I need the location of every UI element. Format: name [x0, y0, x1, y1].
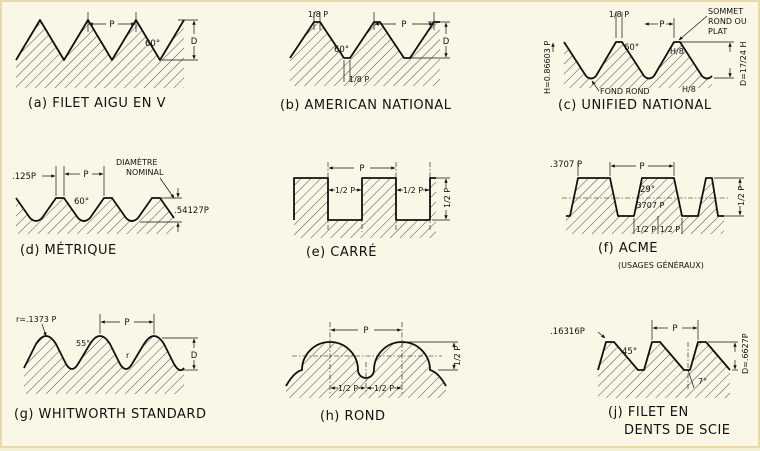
nominal-line-2: NOMINAL [126, 168, 164, 177]
panel-c-unified-national: H=0.86603 P 1/8 P P SOMMET ROND OU PLAT … [543, 7, 748, 113]
height-label: H=0.86603 P [543, 41, 552, 94]
depth-label: D [191, 37, 198, 47]
thread-profiles-diagram: P 60° D (a) FILET AIGU EN V 1/8 P P 60° … [12, 7, 750, 438]
depth-label: D=17/24 H [739, 42, 748, 86]
pitch-label: P [359, 164, 364, 174]
depth-label: D [191, 351, 198, 361]
angle-label: 55° [76, 339, 90, 348]
caption-line-1: (j) FILET EN [608, 405, 689, 420]
root-h-label: H/8 [682, 85, 696, 94]
pitch-label: P [672, 324, 677, 334]
pitch-label: P [83, 170, 88, 180]
caption: (f) ACME [598, 241, 658, 256]
thread-hatch [294, 178, 436, 238]
subcaption: (USAGES GÉNÉRAUX) [618, 259, 704, 270]
panel-b-american-national: 1/8 P P 60° 1/8 P D (b) AMERICAN NATIONA… [280, 10, 452, 113]
thread-profile [563, 41, 713, 80]
crest-flat-label: .125P [12, 172, 36, 182]
thread-profile [285, 341, 447, 387]
caption-line-2: DENTS DE SCIE [624, 423, 731, 438]
half-right-label: 1/2 P [660, 225, 680, 234]
thread-hatch [564, 42, 712, 88]
thread-hatch [16, 198, 174, 234]
pitch-label: P [109, 20, 114, 30]
crest-note-line-2: ROND OU [708, 17, 747, 26]
thread-profile [15, 197, 175, 222]
thread-profile [23, 335, 185, 372]
half-left-label: 1/2 P [335, 186, 355, 195]
thread-profile [597, 341, 731, 371]
depth-label: 1/2 P [453, 346, 462, 366]
angle-label: 60° [624, 43, 639, 53]
pitch-label: P [659, 20, 664, 30]
radius-label: r=.1373 P [16, 315, 56, 324]
caption: (d) MÉTRIQUE [20, 242, 117, 258]
angle-label: 29° [640, 185, 655, 195]
thread-profile [15, 19, 185, 61]
root-note-label: FOND ROND [600, 87, 650, 96]
top-fraction-label: 1/8 P [609, 10, 629, 19]
angle-label: 45° [622, 347, 637, 357]
thread-hatch [24, 336, 184, 394]
panel-d-metric: .125P P DIAMÈTRE NOMINAL 60° .54127P (d)… [12, 156, 209, 258]
nominal-line-1: DIAMÈTRE [116, 156, 157, 167]
crest-note-line-3: PLAT [708, 27, 727, 36]
depth-label: 1/2 P [443, 188, 452, 208]
pitch-label: P [401, 20, 406, 30]
panel-j-buttress: .16316P P 45° 7° D=.6627P (j) FILET EN D… [550, 320, 750, 438]
thread-hatch [16, 20, 184, 88]
depth-label: 1/2 P [737, 186, 746, 206]
depth-label: D=.6627P [741, 333, 750, 374]
panel-e-square: P 1/2 P 1/2 P 1/2 P (e) CARRÉ [293, 162, 452, 260]
root-flat-label: .3707 P [634, 201, 664, 210]
pitch-label: P [639, 162, 644, 172]
crest-flat-label: .16316P [550, 327, 585, 337]
panel-f-acme: .3707 P P 29° .3707 P 1/2 P 1/2 P 1/2 P … [550, 160, 746, 270]
crest-note-line-1: SOMMET [708, 7, 743, 16]
angle-label: 60° [74, 197, 89, 207]
thread-hatch [566, 178, 724, 234]
top-fraction-label: 1/8 P [308, 10, 328, 19]
caption: (a) FILET AIGU EN V [28, 96, 166, 111]
depth-label: D [443, 37, 450, 47]
thread-hatch [598, 342, 730, 398]
back-angle-label: 7° [698, 377, 707, 386]
depth-label: .54127P [174, 206, 209, 216]
half-left-label: 1/2 P [338, 384, 358, 393]
crest-note: SOMMET ROND OU PLAT [708, 7, 747, 36]
caption: (h) ROND [320, 409, 386, 424]
pitch-label: P [363, 326, 368, 336]
thread-profile [566, 177, 724, 217]
panel-h-round: P 1/2 P 1/2 P 1/2 P (h) ROND [285, 322, 462, 424]
caption: (b) AMERICAN NATIONAL [280, 98, 452, 113]
pitch-label: P [124, 318, 129, 328]
panel-g-whitworth: r=.1373 P P 55° r D (g) WHITWORTH STANDA… [14, 314, 206, 422]
caption: (e) CARRÉ [306, 244, 377, 260]
panel-a-sharp-v: P 60° D (a) FILET AIGU EN V [15, 12, 198, 111]
half-right-label: 1/2 P [403, 186, 423, 195]
angle-label: 60° [145, 39, 160, 49]
half-left-label: 1/2 P [636, 225, 656, 234]
bottom-fraction-label: 1/8 P [349, 75, 369, 84]
angle-label: 60° [334, 45, 349, 55]
r-label: r [126, 351, 130, 360]
caption: (c) UNIFIED NATIONAL [558, 98, 712, 113]
thread-hatch [290, 22, 440, 86]
caption: (g) WHITWORTH STANDARD [14, 407, 206, 422]
crest-flat-label: .3707 P [550, 160, 582, 170]
crest-h-label: H/8 [670, 47, 684, 56]
half-right-label: 1/2 P [374, 384, 394, 393]
